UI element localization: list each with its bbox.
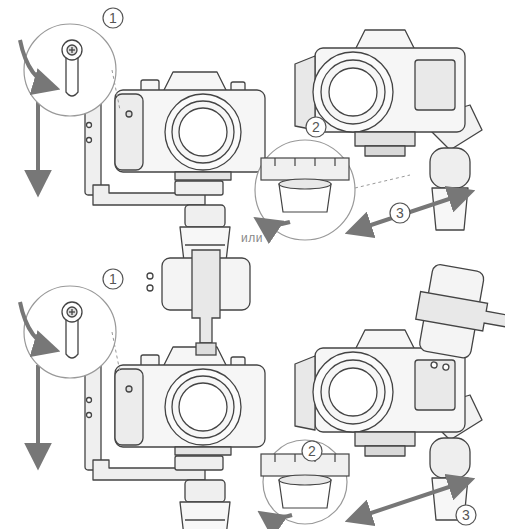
callout-number: 3 bbox=[462, 508, 470, 522]
callout-number: 3 bbox=[396, 206, 404, 220]
callout-number: 2 bbox=[308, 444, 316, 458]
callout-number: 2 bbox=[312, 120, 320, 134]
callout-number: 1 bbox=[109, 11, 117, 25]
callout-number: 1 bbox=[109, 272, 117, 286]
or-label: или bbox=[241, 232, 263, 244]
